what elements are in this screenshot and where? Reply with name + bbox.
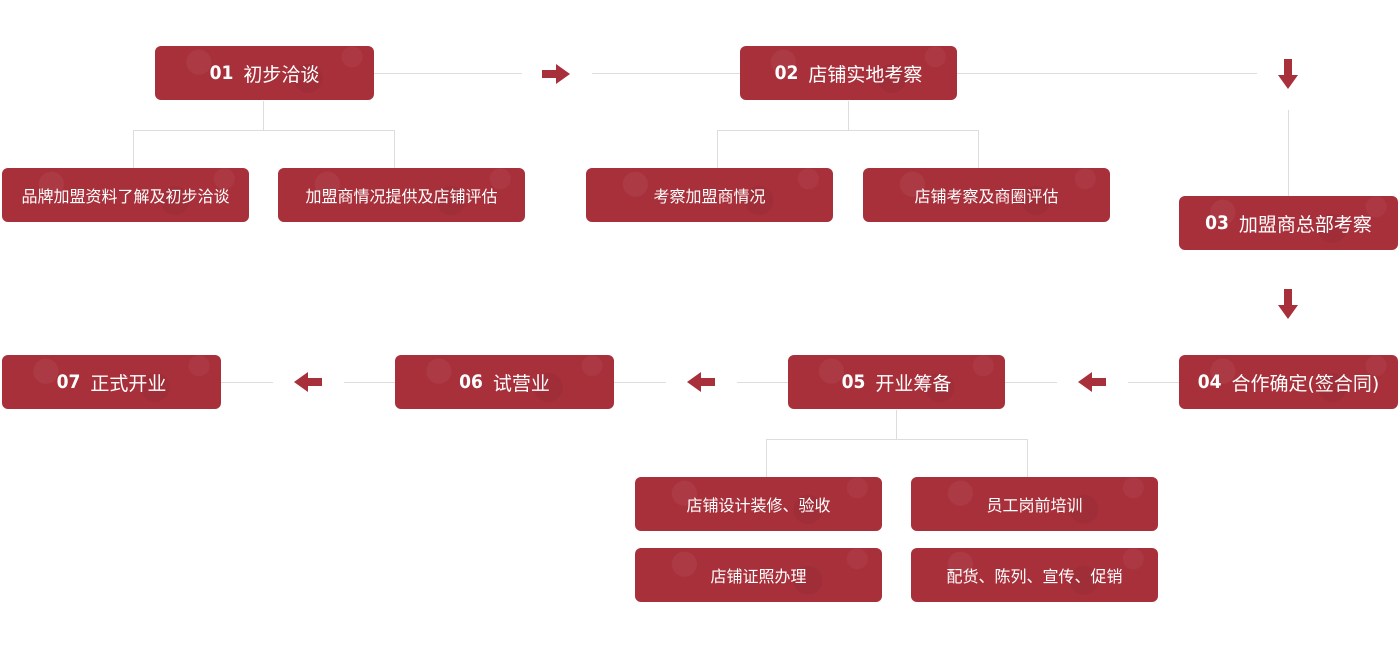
branch-line bbox=[848, 101, 849, 130]
branch-line bbox=[394, 130, 395, 168]
substep-box: 店铺设计装修、验收 bbox=[635, 477, 882, 531]
step-number: 07 bbox=[56, 371, 81, 393]
connector-line bbox=[1005, 382, 1057, 383]
connector-line bbox=[614, 382, 666, 383]
connector-line bbox=[737, 382, 788, 383]
branch-line bbox=[896, 410, 897, 439]
step-label: 正式开业 bbox=[90, 372, 167, 395]
branch-line bbox=[263, 101, 264, 130]
step-label: 店铺实地考察 bbox=[808, 63, 923, 86]
step-number: 06 bbox=[459, 371, 483, 393]
step-label: 试营业 bbox=[492, 372, 550, 395]
step-02: 02 店铺实地考察 bbox=[740, 46, 957, 100]
step-number: 01 bbox=[209, 62, 234, 84]
step-number: 02 bbox=[774, 62, 799, 84]
step-03: 03 加盟商总部考察 bbox=[1179, 196, 1398, 250]
arrow-left-icon bbox=[1078, 372, 1106, 392]
step-label: 初步洽谈 bbox=[243, 63, 320, 86]
step-number: 03 bbox=[1205, 212, 1229, 234]
connector-line bbox=[344, 382, 395, 383]
connector-line bbox=[592, 73, 740, 74]
substep-box: 店铺证照办理 bbox=[635, 548, 882, 602]
substep-box: 员工岗前培训 bbox=[911, 477, 1158, 531]
arrow-down-icon bbox=[1278, 289, 1298, 319]
connector-line bbox=[1128, 382, 1179, 383]
branch-line bbox=[978, 130, 979, 168]
connector-line bbox=[957, 73, 1257, 74]
branch-line bbox=[1027, 439, 1028, 477]
branch-line bbox=[717, 130, 979, 131]
step-07: 07 正式开业 bbox=[2, 355, 221, 409]
substep-box: 品牌加盟资料了解及初步洽谈 bbox=[2, 168, 249, 222]
arrow-right-icon bbox=[542, 64, 570, 84]
branch-line bbox=[133, 130, 395, 131]
step-label: 开业筹备 bbox=[875, 372, 952, 395]
substep-box: 加盟商情况提供及店铺评估 bbox=[278, 168, 525, 222]
step-05: 05 开业筹备 bbox=[788, 355, 1005, 409]
connector-line bbox=[221, 382, 273, 383]
branch-line bbox=[766, 439, 767, 477]
connector-line bbox=[1288, 110, 1289, 196]
arrow-left-icon bbox=[294, 372, 322, 392]
step-04: 04 合作确定(签合同) bbox=[1179, 355, 1398, 409]
branch-line bbox=[133, 130, 134, 168]
step-label: 合作确定(签合同) bbox=[1231, 372, 1380, 395]
substep-box: 考察加盟商情况 bbox=[586, 168, 833, 222]
step-number: 04 bbox=[1197, 371, 1222, 393]
arrow-left-icon bbox=[687, 372, 715, 392]
connector-line bbox=[374, 73, 522, 74]
branch-line bbox=[717, 130, 718, 168]
step-number: 05 bbox=[841, 371, 866, 393]
substep-box: 配货、陈列、宣传、促销 bbox=[911, 548, 1158, 602]
step-01: 01 初步洽谈 bbox=[155, 46, 374, 100]
step-label: 加盟商总部考察 bbox=[1238, 213, 1372, 236]
arrow-down-icon bbox=[1278, 59, 1298, 89]
step-06: 06 试营业 bbox=[395, 355, 614, 409]
substep-box: 店铺考察及商圈评估 bbox=[863, 168, 1110, 222]
branch-line bbox=[766, 439, 1028, 440]
